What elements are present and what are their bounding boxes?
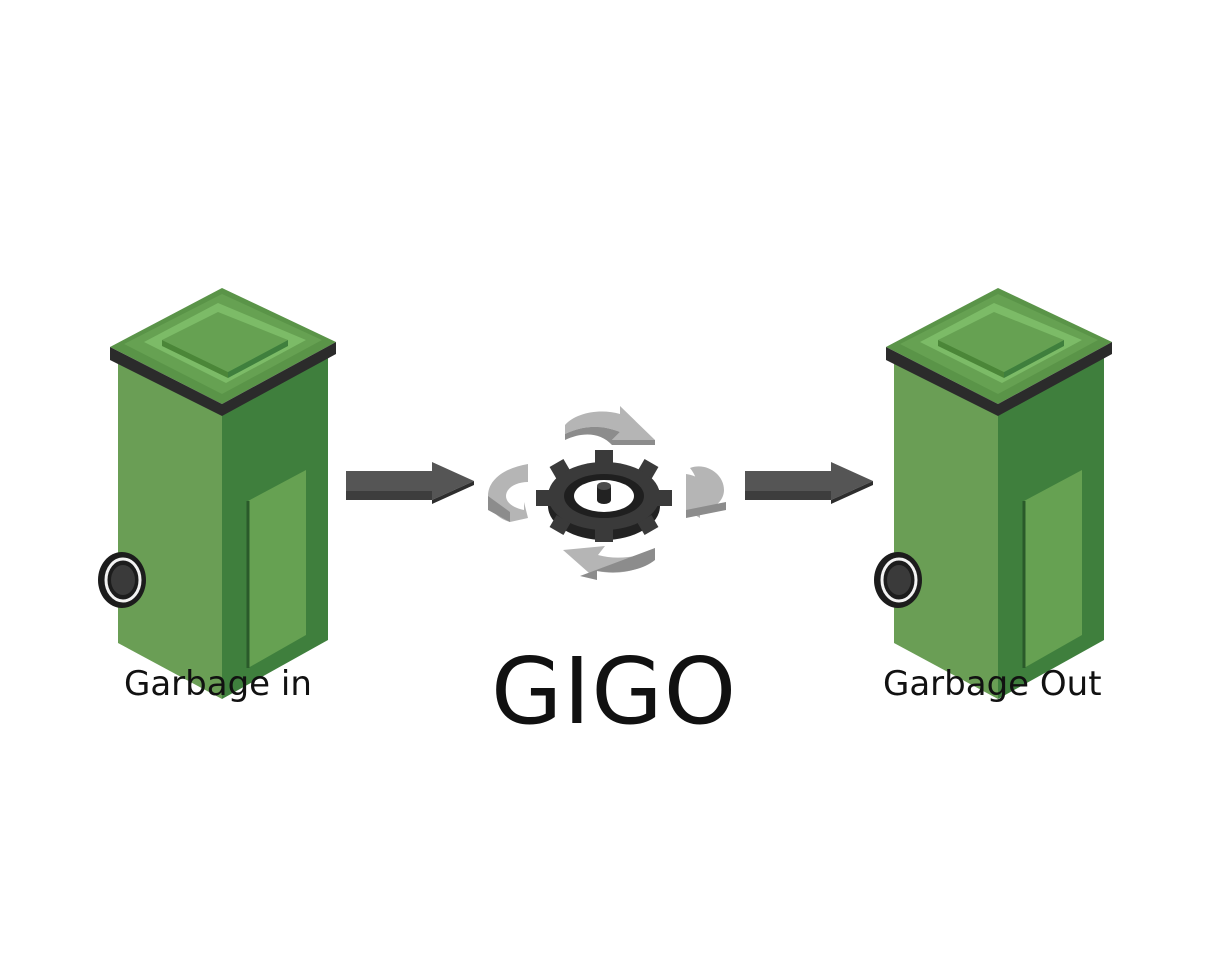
- label-garbage-in: Garbage in: [124, 664, 312, 704]
- gear-icon: [536, 450, 672, 542]
- arrow-right-icon-in: [346, 462, 474, 504]
- arrow-right-icon-out: [745, 462, 873, 504]
- trash-bin-icon-input: [96, 286, 338, 701]
- trash-bin-icon-output: [872, 286, 1114, 701]
- title-gigo: GIGO: [491, 638, 738, 745]
- label-garbage-out: Garbage Out: [883, 664, 1102, 704]
- cycle-arrows-icon: [488, 406, 726, 580]
